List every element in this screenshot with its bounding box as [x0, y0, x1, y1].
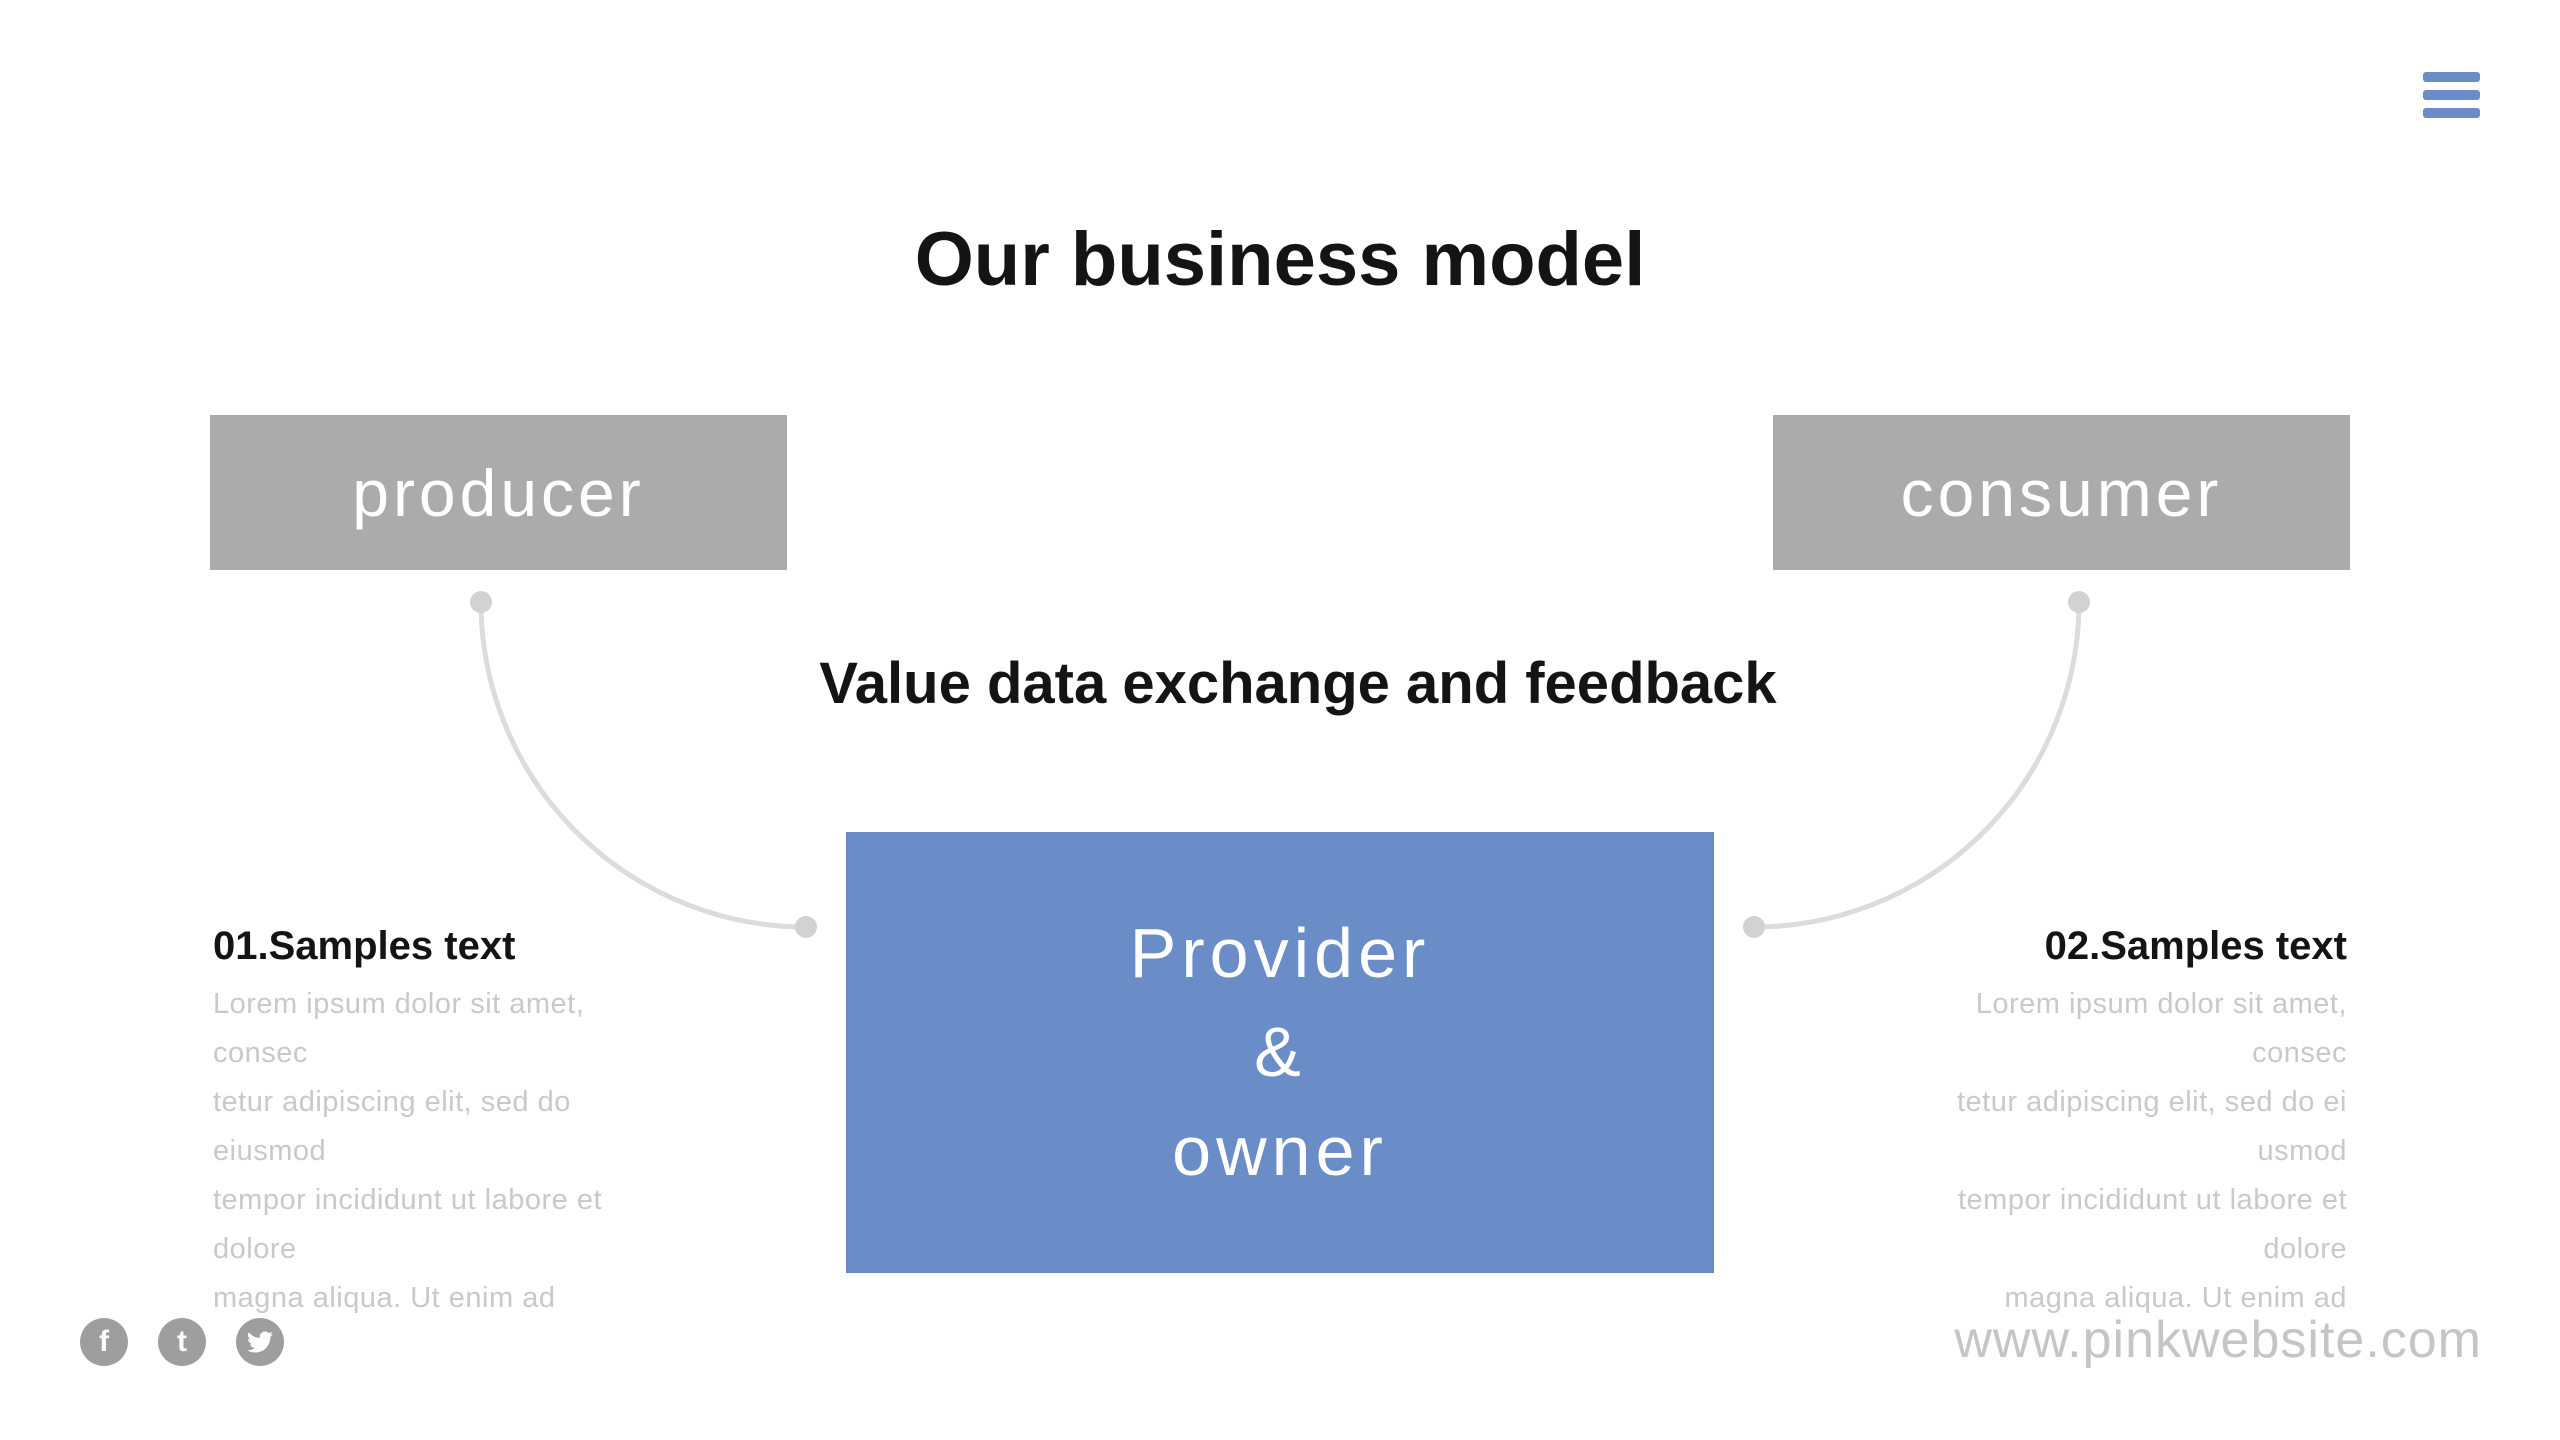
tumblr-glyph: t: [177, 1325, 187, 1358]
ampersand-line: &: [1254, 1013, 1306, 1091]
provider-owner-box: Provider & owner: [846, 832, 1714, 1273]
page-title: Our business model: [914, 217, 1646, 302]
right-block-heading: 02.Samples text: [2044, 924, 2347, 968]
body-line: tetur adipiscing elit, sed do ei usmod: [1957, 1086, 2347, 1167]
diagram-subtitle: Value data exchange and feedback: [819, 651, 1777, 716]
facebook-icon[interactable]: f: [80, 1318, 128, 1366]
connector-left-arc: [478, 601, 807, 930]
hamburger-bar: [2423, 108, 2480, 118]
connector-dot: [2068, 591, 2090, 613]
hamburger-bar: [2423, 90, 2480, 100]
connector-dot: [470, 591, 492, 613]
right-block-body: Lorem ipsum dolor sit amet, consec tetur…: [1877, 980, 2347, 1323]
tumblr-icon[interactable]: t: [158, 1318, 206, 1366]
producer-label: producer: [352, 455, 645, 530]
twitter-bird-icon: [247, 1331, 273, 1353]
facebook-glyph: f: [99, 1325, 109, 1358]
connector-dot: [1743, 916, 1765, 938]
hamburger-menu-icon[interactable]: [2423, 72, 2480, 118]
consumer-label: consumer: [1900, 455, 2223, 530]
left-block-body: Lorem ipsum dolor sit amet, consec tetur…: [213, 980, 683, 1323]
connector-dot: [795, 916, 817, 938]
body-line: magna aliqua. Ut enim ad: [2004, 1282, 2347, 1314]
left-block-heading: 01.Samples text: [213, 924, 516, 968]
owner-line: owner: [1172, 1112, 1388, 1190]
twitter-icon[interactable]: [236, 1318, 284, 1366]
body-line: Lorem ipsum dolor sit amet, consec: [1975, 988, 2347, 1069]
body-line: tempor incididunt ut labore et dolore: [1958, 1184, 2347, 1265]
hamburger-bar: [2423, 72, 2480, 82]
body-line: tempor incididunt ut labore et dolore: [213, 1184, 602, 1265]
website-url-link[interactable]: www.pinkwebsite.com: [1954, 1311, 2482, 1369]
consumer-box: consumer: [1773, 415, 2350, 570]
connector-right-arc: [1753, 601, 2082, 930]
provider-line: Provider: [1129, 914, 1431, 992]
body-line: Lorem ipsum dolor sit amet, consec: [213, 988, 585, 1069]
producer-box: producer: [210, 415, 787, 570]
body-line: tetur adipiscing elit, sed do eiusmod: [213, 1086, 571, 1167]
body-line: magna aliqua. Ut enim ad: [213, 1282, 556, 1314]
social-links: f t: [80, 1318, 284, 1366]
